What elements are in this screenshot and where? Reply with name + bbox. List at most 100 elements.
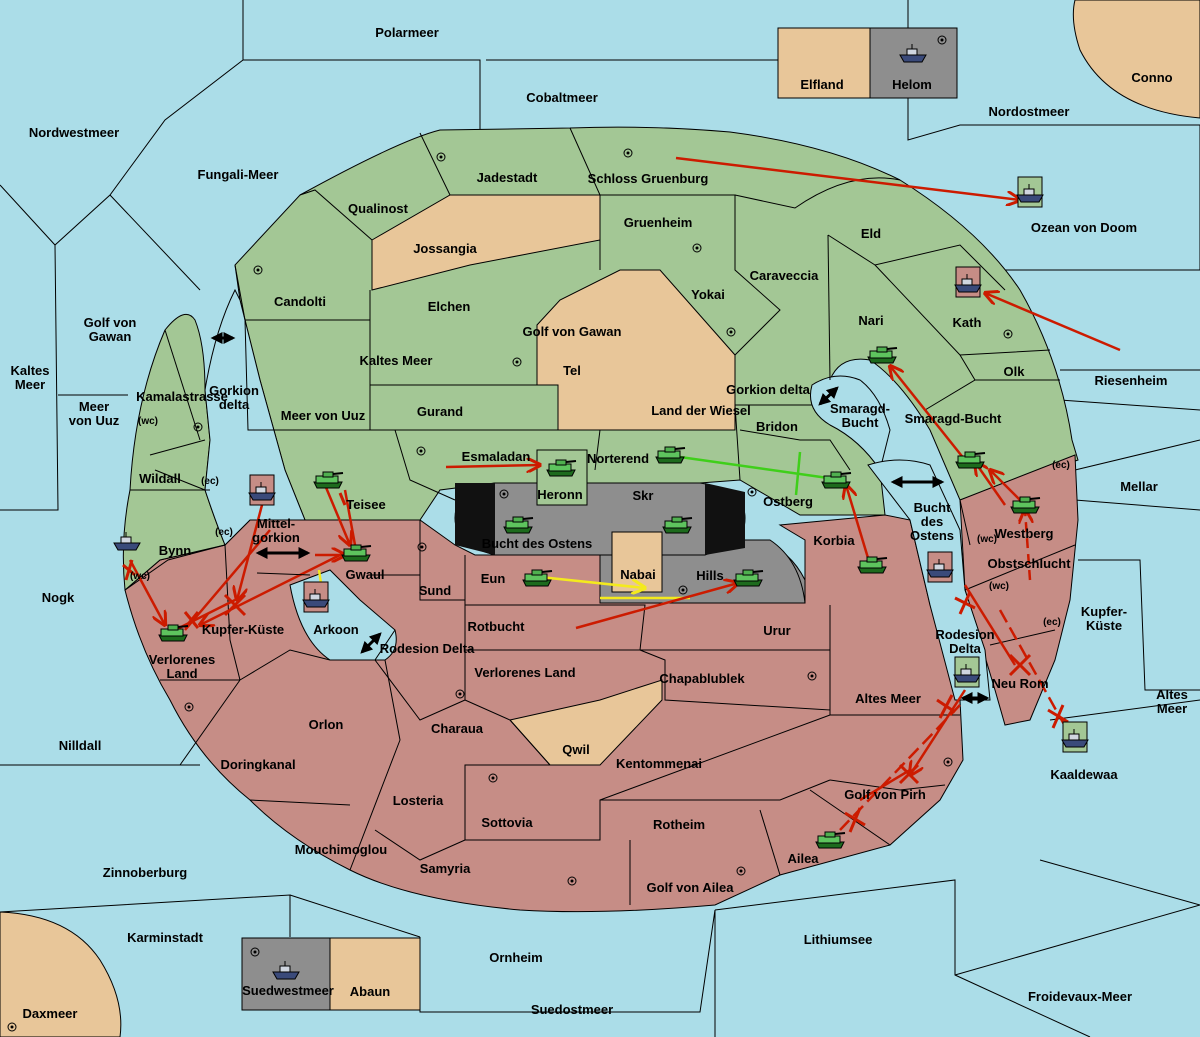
label-neu-rom: Chapablublek (659, 671, 745, 686)
unit-fleet-bucht[interactable] (926, 551, 954, 583)
label-gurand: Meer von Uuz (281, 408, 366, 423)
label-bucht: Bucht (914, 500, 952, 515)
label-kath: Kath (953, 315, 982, 330)
unit-army-skr[interactable] (546, 459, 577, 477)
label-verlorenes-2: Land (166, 666, 197, 681)
unit-army-saphir[interactable] (313, 471, 344, 489)
label-meer-uuz-2: von Uuz (69, 413, 120, 428)
label-eun: Nabai (620, 567, 655, 582)
label-polarmeer: Polarmeer (375, 25, 439, 40)
unit-army-samyria[interactable] (815, 831, 846, 849)
province-ozean-box (455, 483, 495, 555)
coast-gwaul-wc: (wc) (989, 581, 1009, 592)
unit-fleet-rotbucht[interactable] (302, 581, 330, 613)
province-ozean-box2 (705, 483, 745, 555)
label-gawar: Kamalastrasse (136, 389, 228, 404)
label-rodesion-2: Delta (949, 641, 982, 656)
label-mellar: Ostberg (763, 494, 813, 509)
label-bridon: Smaragd-Bucht (905, 411, 1002, 426)
label-kamalastrasse: Riesenheim (1095, 373, 1168, 388)
unit-army-utar[interactable] (867, 346, 898, 364)
unit-fleet-kath[interactable] (954, 266, 982, 298)
unit-fleet-korbia[interactable] (113, 532, 141, 551)
failed-markers (122, 492, 1069, 833)
label-daxmeer: Suedostmeer (531, 1002, 613, 1017)
label-ornheim: Abaun (350, 984, 391, 999)
label-gwaul: Obstschlucht (987, 556, 1071, 571)
unit-fleet-ozean[interactable] (1016, 176, 1044, 208)
label-saphir: Teisee (346, 497, 386, 512)
unit-army-bynn[interactable] (1010, 496, 1041, 514)
label-borkmeer: Nogk (42, 590, 75, 605)
unit-fleet-abaun[interactable] (272, 961, 300, 980)
label-olk: Tel (563, 363, 581, 378)
label-ozean: Ozean von Doom (1031, 220, 1137, 235)
label-charaua: Orlon (309, 717, 344, 732)
supply-centers (7, 35, 1013, 1032)
label-gorkion: Gorkion (209, 383, 259, 398)
label-ostberg: Skr (633, 488, 654, 503)
label-norterend: Esmaladan (462, 449, 531, 464)
unit-army-wildall[interactable] (655, 446, 686, 464)
label-zinnoberburg: Samyria (420, 861, 471, 876)
label-suedostmeer: Froidevaux-Meer (1028, 989, 1132, 1004)
label-teisee: Mellar (1120, 479, 1158, 494)
label-barana: Rodesion Delta (380, 641, 475, 656)
unit-army-westberg[interactable] (503, 516, 534, 534)
province-skr-box[interactable] (536, 449, 588, 506)
unit-fleet-helom[interactable] (899, 44, 927, 63)
label-lithiumsee: Ornheim (489, 950, 542, 965)
label-bynn: Westberg (995, 526, 1054, 541)
unit-army-obst[interactable] (857, 556, 888, 574)
label-mouchimoglou: Rotheim (653, 817, 705, 832)
province-ornheim[interactable] (329, 937, 421, 1011)
label-meer-uuz: Meer (79, 399, 109, 414)
unit-army-hills[interactable] (522, 569, 553, 587)
unit-fleet-rodesion[interactable] (953, 656, 981, 688)
coast-bynn-ec: (ec) (1052, 460, 1070, 471)
label-korbia: Bynn (159, 543, 192, 558)
label-nordwestmeer: Nordwestmeer (29, 125, 119, 140)
label-kupfer: Kupfer- (1081, 604, 1127, 619)
unit-army-sund[interactable] (733, 569, 764, 587)
province-eun[interactable] (611, 531, 663, 593)
label-caraveccia: Caraveccia (750, 268, 819, 283)
province-gorkion-channel (204, 288, 306, 546)
labels: Polarmeer Elfland Helom Conno Cobaltmeer… (10, 25, 1187, 1021)
label-smaragd: Smaragd- (830, 401, 890, 416)
label-candolti: Candolti (274, 294, 326, 309)
unit-army-bridon[interactable] (955, 451, 986, 469)
province-corws[interactable] (0, 911, 122, 1037)
unit-army-mellar[interactable] (821, 471, 852, 489)
coast-heronn-ec: (ec) (201, 476, 219, 487)
label-elchen: Elchen (428, 299, 471, 314)
unit-army-ostberg[interactable] (662, 516, 693, 534)
unit-fleet-golf-pirh[interactable] (1061, 721, 1089, 753)
label-sottovia: Losteria (393, 793, 444, 808)
orders (128, 156, 1121, 831)
label-rotbucht: Arkoon (313, 622, 359, 637)
label-kaaldewaa: Kentommenai (616, 756, 702, 771)
label-mittel-2: gorkion (252, 530, 300, 545)
unit-army-nabai[interactable] (341, 544, 372, 562)
label-nogk: Sund (419, 583, 452, 598)
label-orlon: Altes Meer (855, 691, 921, 706)
label-golf-gawan-2: Gawan (89, 329, 132, 344)
label-conno: Conno (1131, 70, 1172, 85)
unit-army-verlorenes[interactable] (158, 624, 189, 642)
province-nari-olk-hugl[interactable] (536, 269, 736, 431)
province-elfland[interactable] (777, 27, 871, 99)
unit-fleet-mittel[interactable] (248, 474, 276, 506)
label-froidevaux: Lithiumsee (804, 932, 873, 947)
label-yokai: Yokai (691, 287, 725, 302)
label-samyria: Ailea (787, 851, 819, 866)
province-conno[interactable] (1072, 0, 1200, 119)
label-heronn: Wildall (139, 471, 181, 486)
label-eld: Eld (861, 226, 881, 241)
coast-gwaul-ec: (ec) (1043, 617, 1061, 628)
label-losteria: Golf von Pirh (844, 787, 926, 802)
label-altes: Altes (1156, 687, 1188, 702)
